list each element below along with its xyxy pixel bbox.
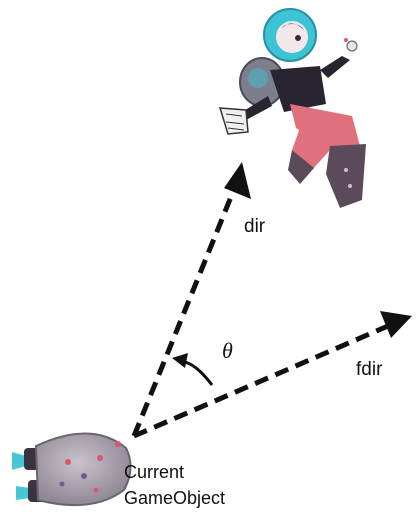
- fdir-label: fdir: [356, 359, 383, 380]
- dir-label: dir: [244, 216, 266, 237]
- angle-arc: [172, 353, 214, 386]
- theta-label: θ: [222, 338, 233, 363]
- astronaut-sprite: [218, 8, 366, 208]
- spaceship-sprite: [12, 432, 132, 507]
- object-label-line2: GameObject: [124, 488, 225, 508]
- dir-vector: [131, 162, 251, 437]
- object-label-line1: Current: [124, 462, 184, 482]
- fdir-vector: [133, 311, 412, 439]
